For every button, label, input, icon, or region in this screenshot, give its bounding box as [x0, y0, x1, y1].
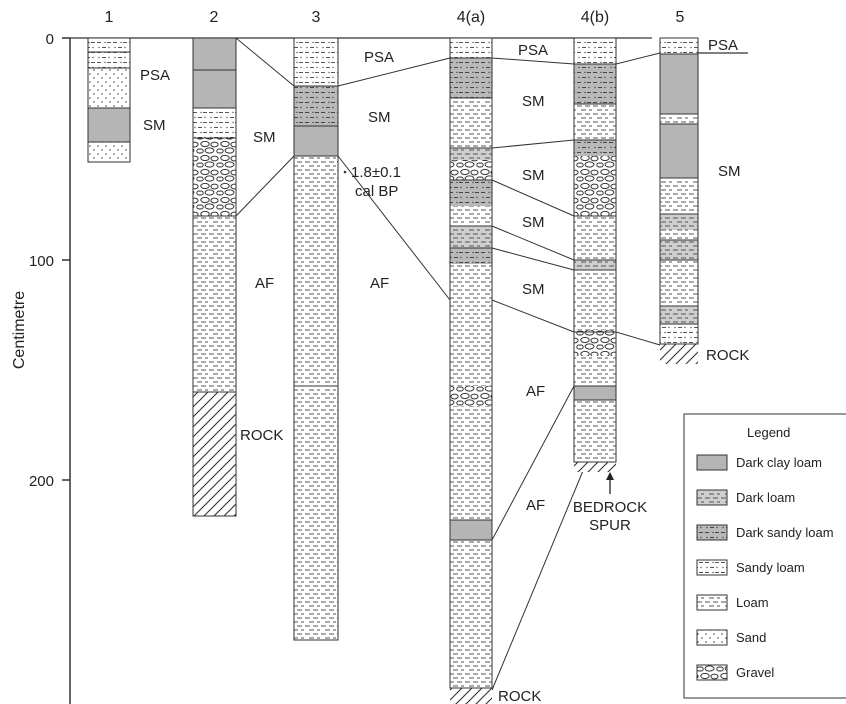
label-sm-col1: SM — [143, 117, 166, 134]
column-header-4b: 4(b) — [581, 9, 609, 26]
tick-200: 200 — [29, 473, 54, 490]
label-rock-col2: ROCK — [240, 427, 283, 444]
column-header-1: 1 — [105, 9, 114, 26]
label-sm-col4-4: SM — [522, 281, 545, 298]
column-4a — [449, 37, 493, 704]
date-label-line2: cal BP — [355, 183, 398, 200]
column-1 — [87, 37, 131, 163]
label-sm-col3: SM — [368, 109, 391, 126]
bedrock-spur-annotation: BEDROCK SPUR — [573, 472, 647, 534]
legend-dark-clay-loam: Dark clay loam — [736, 455, 822, 470]
tick-100: 100 — [29, 253, 54, 270]
legend-dark-sandy-loam: Dark sandy loam — [736, 525, 834, 540]
label-af-col2: AF — [255, 275, 274, 292]
label-af-col4-2: AF — [526, 497, 545, 514]
label-rock-col4: ROCK — [498, 688, 541, 704]
column-5 — [659, 37, 699, 364]
label-sm-col5: SM — [718, 163, 741, 180]
arrow-up-icon — [606, 472, 614, 480]
correlation-lines — [235, 37, 661, 691]
depth-axis: 0 100 200 Centimetre — [11, 31, 71, 704]
column-header-4a: 4(a) — [457, 9, 485, 26]
column-headers: 1 2 3 4(a) 4(b) 5 — [105, 9, 685, 26]
column-3 — [293, 37, 339, 641]
label-af-col4-1: AF — [526, 383, 545, 400]
unit-labels: PSA SM SM AF ROCK PSA SM AF PSA SM SM SM… — [140, 37, 749, 704]
legend-dark-loam: Dark loam — [736, 490, 795, 505]
label-sm-col2: SM — [253, 129, 276, 146]
legend-loam: Loam — [736, 595, 769, 610]
label-rock-col5: ROCK — [706, 347, 749, 364]
date-label: 1.8±0.1 cal BP — [343, 164, 401, 200]
label-psa-col3: PSA — [364, 49, 394, 66]
y-axis-label: Centimetre — [11, 291, 28, 369]
label-sm-col4-1: SM — [522, 93, 545, 110]
bedrock-label: BEDROCK — [573, 499, 647, 516]
label-sm-col4-3: SM — [522, 214, 545, 231]
label-psa-col5: PSA — [708, 37, 738, 54]
legend-sandy-loam: Sandy loam — [736, 560, 805, 575]
column-4b — [573, 37, 617, 472]
legend-gravel: Gravel — [736, 665, 774, 680]
label-psa-col4: PSA — [518, 42, 548, 59]
column-header-2: 2 — [210, 9, 219, 26]
label-sm-col4-2: SM — [522, 167, 545, 184]
legend: Legend Dark clay loam Dark loam Dark san… — [683, 413, 846, 699]
label-psa-col1: PSA — [140, 67, 170, 84]
label-af-col3: AF — [370, 275, 389, 292]
spur-label: SPUR — [589, 517, 631, 534]
legend-title: Legend — [747, 425, 790, 440]
column-header-5: 5 — [676, 9, 685, 26]
date-label-line1: 1.8±0.1 — [351, 164, 401, 181]
legend-sand: Sand — [736, 630, 766, 645]
column-header-3: 3 — [312, 9, 321, 26]
column-2 — [192, 37, 237, 517]
tick-0: 0 — [46, 31, 54, 48]
